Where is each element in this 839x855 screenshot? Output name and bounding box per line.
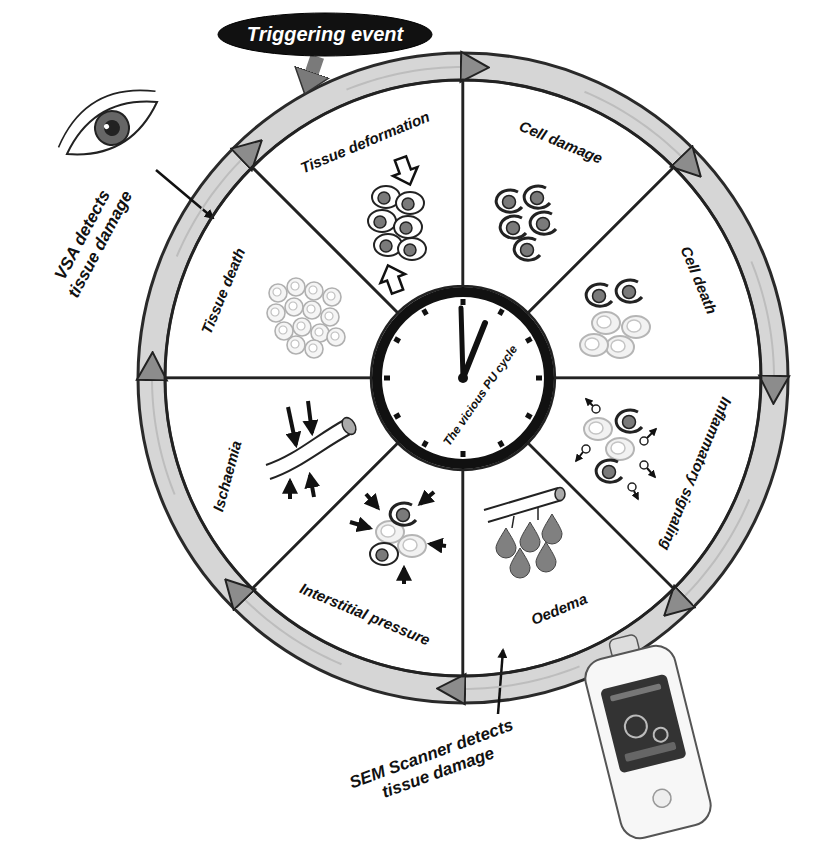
clock-tick xyxy=(497,440,504,448)
clock-hub: The vicious PU cycle xyxy=(371,286,555,470)
clock-tick xyxy=(536,376,542,381)
cycle-arrow xyxy=(346,67,473,90)
segment-shape xyxy=(252,80,463,313)
cycle-arrow xyxy=(452,666,579,689)
cycle-arrow xyxy=(177,151,251,257)
clock-pin xyxy=(458,373,468,383)
segment-shape xyxy=(463,443,674,676)
ellipse-shape xyxy=(218,13,432,56)
node-text: Ischaemia xyxy=(210,438,245,513)
clock-tick xyxy=(393,336,401,343)
clock-tick xyxy=(525,336,533,343)
clock-tick xyxy=(393,412,401,419)
cycle-arrow xyxy=(751,261,774,388)
trigger-arrow xyxy=(311,56,317,73)
clock-tick xyxy=(421,440,428,448)
segment-outline xyxy=(460,440,677,679)
clock-tick xyxy=(421,308,428,316)
clock-tick xyxy=(461,299,466,305)
callout-label: SEM Scanner detects tissue damage xyxy=(334,711,536,818)
trigger-ellipse: Triggering event xyxy=(217,12,433,57)
node-text: Cell death xyxy=(677,244,720,317)
segment-shape xyxy=(528,378,761,589)
clock-tick xyxy=(497,308,504,316)
node-text: Cell damage xyxy=(516,118,604,168)
node-text: Tissue death xyxy=(198,245,249,336)
clock-tick xyxy=(384,376,390,381)
segment-shape xyxy=(463,80,674,313)
cycle-segment: Ischaemia xyxy=(162,375,401,592)
hour-hand xyxy=(463,323,485,378)
clock-face xyxy=(371,286,555,470)
node-text: Triggering event xyxy=(247,23,403,46)
segment-outline xyxy=(525,164,764,381)
clock-tick xyxy=(461,451,466,457)
cycle-arrow xyxy=(152,367,175,494)
segment-shape xyxy=(165,167,398,378)
minute-hand xyxy=(461,308,463,378)
segment-shape xyxy=(252,443,463,676)
node-text: Inflammatory signaling xyxy=(656,395,735,553)
segment-outline xyxy=(162,164,401,381)
segment-shape xyxy=(165,378,398,589)
segment-shape xyxy=(528,167,761,378)
clock-tick xyxy=(525,412,533,419)
callout-label: VSA detects tissue damage xyxy=(42,171,141,309)
cycle-segment: Cell death xyxy=(525,164,764,381)
cycle-segment: Tissue death xyxy=(162,164,401,381)
node-text: Oedema xyxy=(528,590,589,629)
clock-rim xyxy=(377,292,549,464)
segment-outline xyxy=(162,375,401,592)
cycle-segment: Oedema xyxy=(460,440,677,679)
